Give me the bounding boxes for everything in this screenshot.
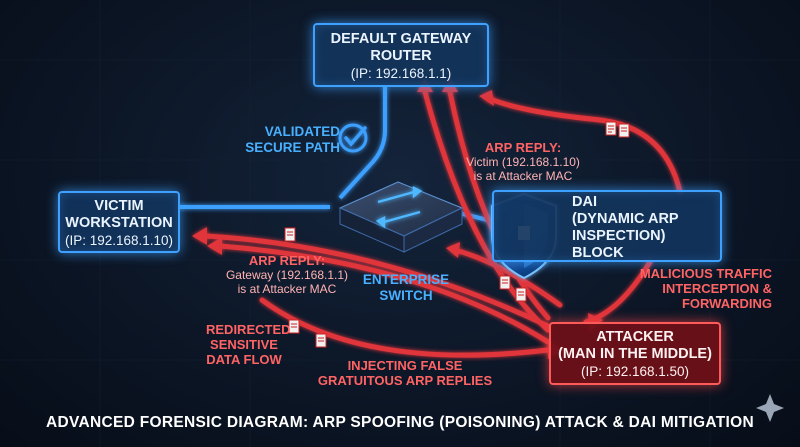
validated-path-line-1: VALIDATED bbox=[264, 124, 340, 139]
malicious-traffic-line-3: FORWARDING bbox=[681, 296, 772, 311]
arp-reply-left-label: ARP REPLY: Gateway (192.168.1.1) is at A… bbox=[222, 253, 352, 296]
arrow-redirected-flow bbox=[259, 297, 551, 358]
dai-line-4: BLOCK bbox=[572, 245, 624, 261]
switch-arrows-icon bbox=[375, 186, 423, 229]
router-title-1: DEFAULT GATEWAY bbox=[330, 31, 472, 47]
attacker-title-1: ATTACKER bbox=[596, 329, 674, 345]
switch-label: ENTERPRISE SWITCH bbox=[346, 272, 466, 304]
arrow-attacker-to-victim-1 bbox=[202, 233, 551, 329]
arrowhead bbox=[479, 90, 494, 106]
dai-line-2: (DYNAMIC ARP bbox=[572, 211, 679, 227]
switch-label-1: ENTERPRISE bbox=[362, 272, 450, 287]
attack-arrows bbox=[202, 89, 683, 358]
arp-reply-top-label: ARP REPLY: Victim (192.168.1.10) is at A… bbox=[458, 140, 588, 183]
arp-reply-left-line-1: Gateway (192.168.1.1) bbox=[225, 268, 349, 282]
attacker-node[interactable]: ATTACKER (MAN IN THE MIDDLE) (IP: 192.16… bbox=[549, 322, 721, 385]
malicious-traffic-line-2: INTERCEPTION & bbox=[662, 281, 772, 296]
arp-reply-left-title: ARP REPLY: bbox=[248, 253, 326, 268]
switch-icon bbox=[338, 181, 464, 253]
dai-block-node[interactable]: DAI (DYNAMIC ARP INSPECTION) BLOCK bbox=[492, 190, 722, 262]
document-icon bbox=[315, 333, 327, 348]
arp-reply-left-line-2: is at Attacker MAC bbox=[237, 282, 337, 296]
sparkle-icon bbox=[756, 394, 784, 422]
arp-reply-top-line-1: Victim (192.168.1.10) bbox=[466, 155, 580, 169]
redirected-flow-line-2: SENSITIVE bbox=[210, 337, 278, 352]
dai-line-1: DAI bbox=[572, 194, 597, 210]
checkmark-circle-icon bbox=[338, 123, 368, 153]
arrow-attacker-to-router-2 bbox=[447, 89, 551, 321]
dai-line-3: INSPECTION) bbox=[572, 228, 666, 244]
injecting-line-2: GRATUITOUS ARP REPLIES bbox=[317, 373, 493, 388]
document-icon bbox=[618, 123, 630, 138]
document-icon bbox=[515, 287, 527, 302]
router-ip: (IP: 192.168.1.1) bbox=[350, 66, 452, 81]
redirected-flow-label: REDIRECTED SENSITIVE DATA FLOW bbox=[206, 322, 291, 367]
arrow-dai-to-router bbox=[485, 95, 683, 195]
document-icon bbox=[288, 319, 300, 334]
arrowhead bbox=[192, 227, 207, 245]
arrowhead bbox=[207, 237, 222, 255]
document-icon bbox=[605, 121, 617, 136]
router-title-2: ROUTER bbox=[370, 48, 432, 64]
validated-path-line-2: SECURE PATH bbox=[245, 140, 340, 155]
victim-node[interactable]: VICTIM WORKSTATION (IP: 192.168.1.10) bbox=[58, 191, 180, 253]
arp-reply-top-title: ARP REPLY: bbox=[484, 140, 562, 155]
victim-title-2: WORKSTATION bbox=[65, 215, 173, 231]
attacker-title-2: (MAN IN THE MIDDLE) bbox=[558, 346, 712, 362]
victim-title-1: VICTIM bbox=[94, 198, 144, 214]
redirected-flow-line-3: DATA FLOW bbox=[206, 352, 282, 367]
attacker-ip: (IP: 192.168.1.50) bbox=[580, 364, 690, 379]
malicious-traffic-line-1: MALICIOUS TRAFFIC bbox=[639, 266, 772, 281]
redirected-flow-line-1: REDIRECTED bbox=[206, 322, 291, 337]
validated-path-label: VALIDATED SECURE PATH bbox=[236, 124, 340, 156]
switch-label-2: SWITCH bbox=[379, 288, 433, 303]
arrow-attacker-to-victim-2 bbox=[217, 243, 551, 345]
arrowhead bbox=[446, 242, 460, 258]
arrow-to-switch bbox=[452, 247, 563, 308]
arp-reply-top-line-2: is at Attacker MAC bbox=[473, 169, 573, 183]
router-node[interactable]: DEFAULT GATEWAY ROUTER (IP: 192.168.1.1) bbox=[313, 23, 489, 87]
document-icons bbox=[284, 121, 630, 348]
arrow-attacker-to-router-1 bbox=[422, 89, 551, 333]
injecting-label: INJECTING FALSE GRATUITOUS ARP REPLIES bbox=[310, 358, 500, 388]
malicious-traffic-label: MALICIOUS TRAFFIC INTERCEPTION & FORWARD… bbox=[612, 266, 772, 311]
document-icon bbox=[499, 275, 511, 290]
document-icon bbox=[284, 227, 296, 242]
diagram-title: ADVANCED FORENSIC DIAGRAM: ARP SPOOFING … bbox=[46, 414, 754, 431]
injecting-line-1: INJECTING FALSE bbox=[347, 358, 463, 373]
victim-ip: (IP: 192.168.1.10) bbox=[64, 233, 174, 248]
